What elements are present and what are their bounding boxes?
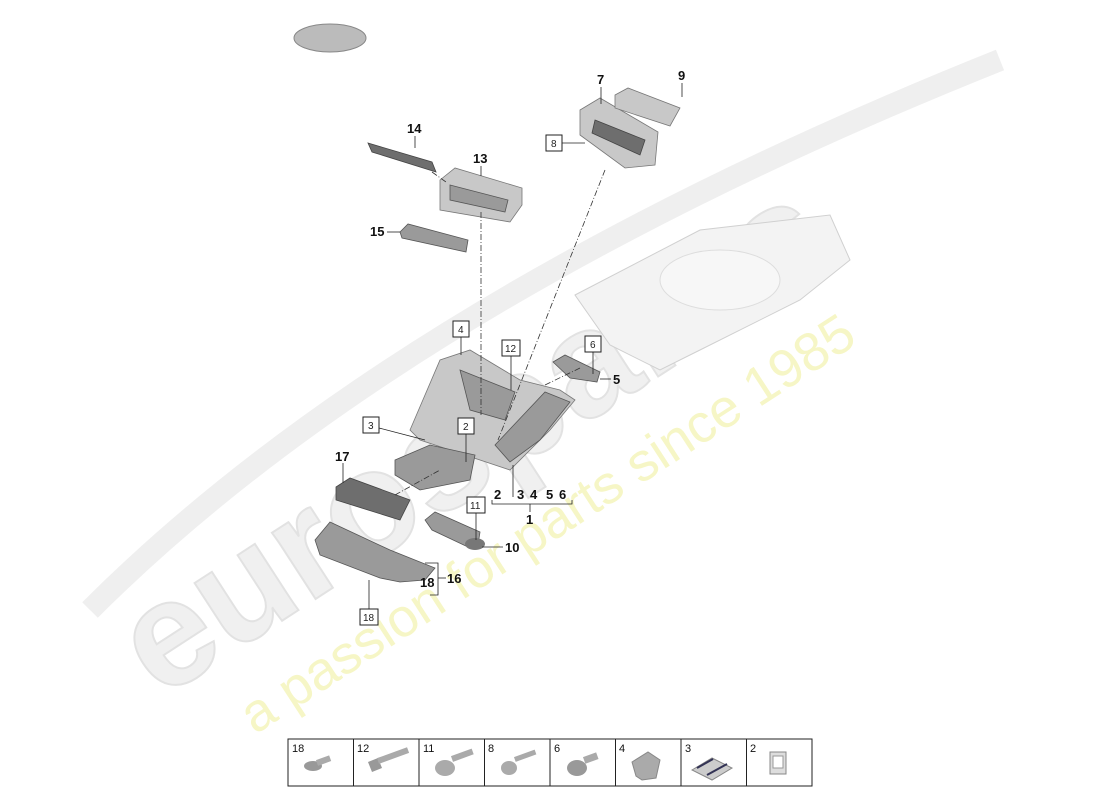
- part-7[interactable]: [579, 97, 659, 169]
- part-17[interactable]: [335, 477, 411, 521]
- svg-text:11: 11: [423, 743, 434, 755]
- callout-11-box: [466, 496, 486, 514]
- callout-11: 11: [470, 501, 481, 512]
- legend-cell[interactable]: 8: [484, 738, 551, 787]
- svg-text:4: 4: [619, 743, 625, 755]
- part-10[interactable]: [424, 511, 485, 550]
- callout-18-boxed: 18: [363, 613, 375, 624]
- part-9[interactable]: [614, 87, 681, 127]
- callout-2-box: [457, 417, 475, 435]
- part-1-console-frame[interactable]: [394, 349, 576, 491]
- part-14[interactable]: [367, 142, 437, 173]
- flat-head-screw-icon: [304, 755, 332, 771]
- clip-nut-icon: [631, 751, 661, 781]
- spring-clip-icon: [690, 757, 734, 781]
- group1-item-6: 6: [559, 487, 566, 502]
- legend-cell[interactable]: 4: [615, 738, 682, 787]
- svg-text:8: 8: [488, 743, 494, 755]
- svg-text:3: 3: [685, 743, 691, 755]
- callout-15: 15: [370, 224, 384, 239]
- callout-4-box: [452, 320, 470, 338]
- callout-8: 8: [551, 139, 557, 150]
- callout-10: 10: [505, 540, 519, 555]
- part-5[interactable]: [552, 354, 601, 383]
- svg-text:18: 18: [292, 743, 304, 755]
- callout-3: 3: [368, 421, 374, 432]
- legend-cell[interactable]: 3: [680, 738, 747, 787]
- legend-cell[interactable]: 12: [353, 738, 420, 787]
- callout-1: 1: [526, 512, 533, 527]
- legend-cell[interactable]: 6: [549, 738, 616, 787]
- hex-flange-bolt-icon: [368, 747, 410, 772]
- callout-2: 2: [463, 422, 469, 433]
- group1-item-2: 2: [494, 487, 501, 502]
- legend-cell[interactable]: 2: [746, 738, 813, 787]
- callout-3-box: [362, 416, 380, 434]
- legend-cell[interactable]: 18: [287, 738, 354, 787]
- car-thumbnail-icon: [293, 23, 367, 53]
- tapping-screw-icon: [501, 749, 537, 775]
- svg-text:6: 6: [554, 743, 560, 755]
- leader-lines: [342, 83, 683, 609]
- callout-14: 14: [407, 121, 422, 136]
- svg-text:2: 2: [750, 743, 756, 755]
- callout-9: 9: [678, 68, 685, 83]
- torx-pan-head-screw-icon: [435, 748, 474, 776]
- part-13[interactable]: [439, 167, 523, 223]
- callout-12: 12: [505, 344, 517, 355]
- callout-12-box: [501, 339, 521, 357]
- pan-head-screw-icon: [567, 752, 599, 776]
- center-console-outline: [574, 214, 851, 371]
- callout-7: 7: [597, 72, 604, 87]
- part-15[interactable]: [399, 223, 469, 253]
- callout-6-box: [584, 335, 602, 353]
- group1-item-3: 3: [517, 487, 524, 502]
- callout-13: 13: [473, 151, 487, 166]
- callout-17: 17: [335, 449, 349, 464]
- callout-8-box: [545, 134, 563, 152]
- part-16[interactable]: [314, 521, 436, 583]
- callout-18-box: [359, 608, 379, 626]
- callout-16: 16: [447, 571, 461, 586]
- group1-item-5: 5: [546, 487, 553, 502]
- retaining-clip-icon: [769, 751, 787, 775]
- callout-6: 6: [590, 340, 596, 351]
- legend-cell[interactable]: 11: [418, 738, 485, 787]
- callout-5: 5: [613, 372, 620, 387]
- svg-text:12: 12: [357, 743, 369, 755]
- group1-item-4: 4: [530, 487, 538, 502]
- watermark-swoosh: [82, 49, 1005, 618]
- callout-4: 4: [458, 325, 464, 336]
- fastener-legend-strip: 18 12 11 8 6 4 3 2: [287, 738, 813, 787]
- callout-18: 18: [420, 575, 434, 590]
